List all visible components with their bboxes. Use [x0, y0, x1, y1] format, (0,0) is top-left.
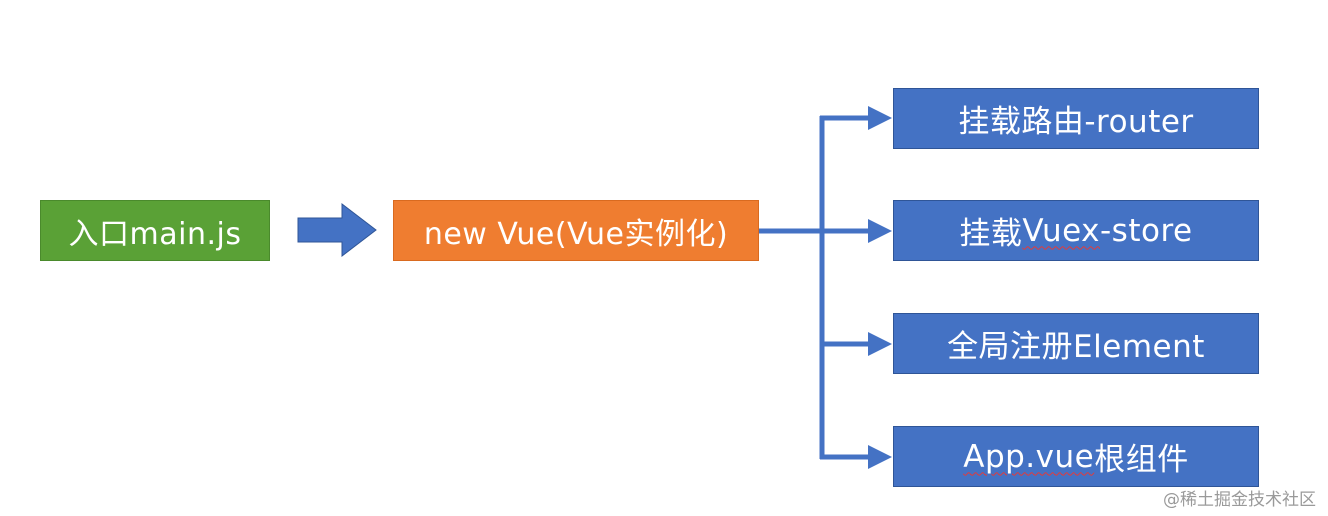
- spellcheck-word: App.vue: [963, 438, 1095, 475]
- label-text: -store: [1100, 212, 1193, 249]
- spellcheck-word: Vuex: [1022, 212, 1100, 249]
- main-arrow: [297, 202, 377, 258]
- label-text: 挂载路由-router: [958, 104, 1194, 140]
- target-node-router: 挂载路由-router: [893, 88, 1259, 149]
- label-text: 根组件: [1094, 442, 1189, 478]
- label-text: 全局注册Element: [947, 329, 1205, 365]
- branch-arrow-router: [868, 106, 892, 130]
- target-node-element: 全局注册Element: [893, 313, 1259, 374]
- label-text: 挂载: [959, 216, 1023, 252]
- entry-node: 入口main.js: [40, 200, 270, 261]
- branch-arrow-element: [868, 332, 892, 356]
- branch-arrow-vuex: [868, 219, 892, 243]
- watermark: @稀土掘金技术社区: [1163, 490, 1316, 510]
- vue-instance-node: new Vue(Vue实例化): [393, 200, 759, 261]
- branch-arrow-app: [868, 445, 892, 469]
